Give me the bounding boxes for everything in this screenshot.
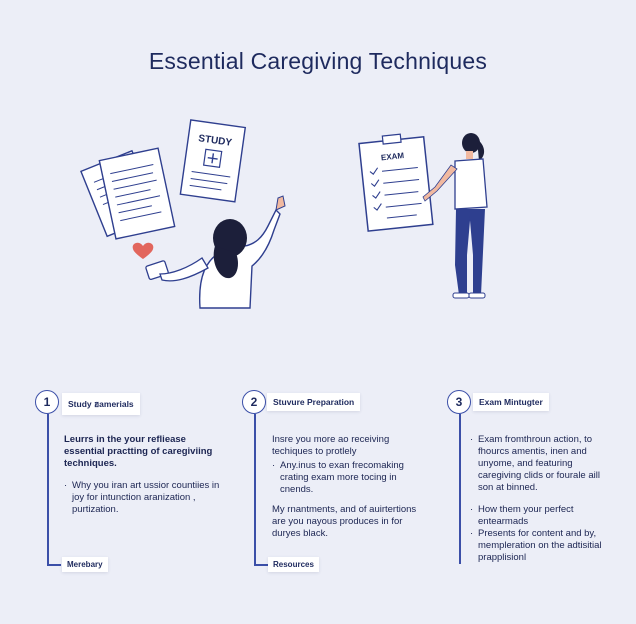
step-2-connector-foot [254, 564, 268, 566]
step-1-connector [47, 414, 49, 564]
step-2-bullet-1: Any.inus to exan frecomaking crating exa… [272, 460, 422, 496]
exam-doc-label: EXAM [381, 151, 405, 162]
step-1-footer: Merebary [62, 557, 108, 572]
step-3-bullet-2: How them your perfect entearmads [470, 504, 610, 528]
step-2-footer: Resources [268, 557, 319, 572]
step-1-content: Leurrs in the your reflieasе essential p… [64, 434, 229, 516]
step-1-number: 1 [35, 390, 59, 414]
step-3-connector [459, 414, 461, 564]
step-1-lead: Leurrs in the your reflieasе essential p… [64, 434, 213, 469]
step-3-label: Exam Mintugter [473, 393, 549, 411]
step-2-label: Stuvure Preparation [267, 393, 361, 411]
step-2-connector [254, 414, 256, 564]
step-3-content: Exam fromthroun action, to fhourcs ament… [470, 434, 610, 564]
exam-illustration: EXAM [355, 125, 505, 305]
step-3-number: 3 [447, 390, 471, 414]
study-illustration: STUDY [80, 118, 300, 313]
step-2-content: Insre you more ao receiving techiques to… [272, 434, 422, 540]
step-1-body: Why you iran art ussior countiies in joy… [64, 480, 229, 516]
step-1-connector-foot [47, 564, 61, 566]
step-3-bullet-3: Presents for content and by, mempleratio… [470, 528, 610, 564]
step-2-number: 2 [242, 390, 266, 414]
step-3-bullet-1: Exam fromthroun action, to fhourcs ament… [470, 434, 610, 494]
step-1-label: Study ฮamerials [62, 393, 140, 415]
step-2-bullet-2: My rnantments, and of auirtertions are y… [272, 504, 417, 539]
step-2-intro: Insre you more ao receiving techiques to… [272, 434, 390, 457]
page-title: Essential Caregiving Techniques [148, 48, 488, 74]
study-doc-label: STUDY [198, 133, 233, 149]
heart-icon [132, 242, 154, 259]
